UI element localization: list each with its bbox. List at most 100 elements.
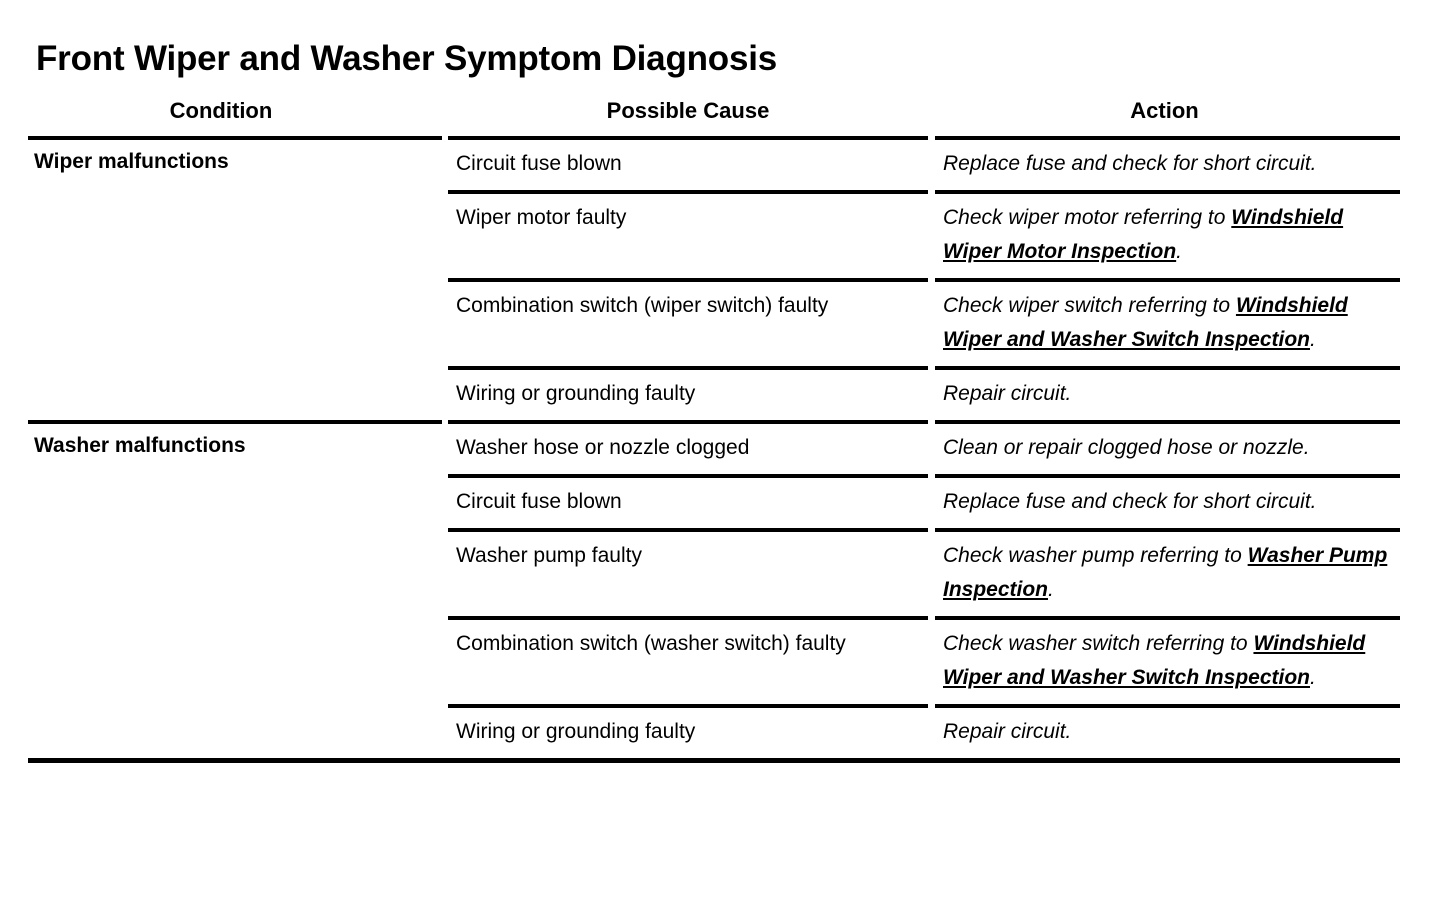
cell-condition (28, 282, 442, 366)
column-gap (928, 532, 935, 616)
table-rule (28, 136, 1400, 140)
cell-action: Check washer switch referring to Windshi… (935, 620, 1400, 704)
table-row: Wiper malfunctions Circuit fuse blown Repl… (28, 140, 1400, 190)
rule-segment-action (935, 616, 1400, 620)
cell-condition: Washer malfunctions (34, 434, 246, 457)
action-text-tail: . (1310, 328, 1316, 351)
rule-segment-action (935, 474, 1400, 478)
page-title: Front Wiper and Washer Symptom Diagnosis (36, 39, 778, 79)
table-rule (28, 366, 1400, 370)
rule-segment-action (935, 704, 1400, 708)
action-text-tail: . (1176, 240, 1182, 263)
rule-segment-condition (28, 136, 442, 140)
table-bottom-rule (28, 758, 1400, 763)
table-row: Wiring or grounding faulty Repair circuit… (28, 370, 1400, 420)
action-text: Repair circuit. (943, 382, 1072, 405)
table-rule (28, 474, 1400, 478)
table-row: Washer malfunctions Washer hose or nozzle… (28, 424, 1400, 474)
rule-segment-condition (28, 420, 442, 424)
column-gap (928, 708, 935, 758)
cell-condition: Wiper malfunctions (34, 150, 229, 173)
cell-possible-cause: Circuit fuse blown (456, 490, 622, 513)
rule-segment-action (935, 278, 1400, 282)
column-gap (928, 194, 935, 278)
cell-action: Repair circuit. (935, 708, 1400, 758)
rule-segment-possible-cause (448, 136, 928, 140)
cell-condition (28, 194, 442, 278)
action-text: Replace fuse and check for short circuit… (943, 152, 1317, 175)
cell-condition (28, 708, 442, 758)
cell-possible-cause: Wiring or grounding faulty (456, 382, 696, 405)
column-header-possible-cause: Possible Cause (606, 98, 770, 123)
rule-segment-action (935, 528, 1400, 532)
rule-segment-possible-cause (448, 528, 928, 532)
table-header-row: Condition Possible Cause Action (28, 98, 1400, 136)
table-row: Wiper motor faulty Check wiper motor refe… (28, 194, 1400, 278)
column-header-action: Action (1130, 98, 1199, 123)
cell-possible-cause: Washer pump faulty (456, 544, 642, 567)
column-gap (928, 98, 935, 136)
cell-possible-cause: Combination switch (wiper switch) faulty (456, 294, 829, 317)
table-rule (28, 190, 1400, 194)
action-reference-link[interactable]: Windshield Wiper and Washer Switch Inspe… (943, 294, 1348, 351)
table-row: Wiring or grounding faulty Repair circuit… (28, 708, 1400, 758)
column-gap (928, 424, 935, 474)
column-gap (928, 620, 935, 704)
rule-segment-possible-cause (448, 474, 928, 478)
action-reference-link[interactable]: Washer Pump Inspection (943, 544, 1388, 601)
table-row: Circuit fuse blown Replace fuse and check… (28, 478, 1400, 528)
column-gap (928, 478, 935, 528)
table-rule (28, 528, 1400, 532)
table-rule (28, 278, 1400, 282)
rule-segment-possible-cause (448, 278, 928, 282)
cell-condition (28, 620, 442, 704)
action-reference-link[interactable]: Windshield Wiper Motor Inspection (943, 206, 1344, 263)
cell-possible-cause: Combination switch (washer switch) fault… (456, 632, 846, 655)
rule-segment-action (935, 366, 1400, 370)
cell-action: Repair circuit. (935, 370, 1400, 420)
action-text: Check wiper switch referring to (943, 294, 1236, 317)
cell-action: Check wiper switch referring to Windshie… (935, 282, 1400, 366)
cell-action: Replace fuse and check for short circuit… (935, 478, 1400, 528)
action-text: Check washer pump referring to (943, 544, 1248, 567)
action-reference-link[interactable]: Windshield Wiper and Washer Switch Inspe… (943, 632, 1366, 689)
cell-action: Replace fuse and check for short circuit… (935, 140, 1400, 190)
rule-segment-action (935, 136, 1400, 140)
rule-segment-possible-cause (448, 190, 928, 194)
cell-possible-cause: Wiper motor faulty (456, 206, 627, 229)
column-header-condition: Condition (169, 98, 273, 123)
rule-segment-action (935, 190, 1400, 194)
cell-possible-cause: Wiring or grounding faulty (456, 720, 696, 743)
action-text: Check wiper motor referring to (943, 206, 1232, 229)
rule-segment-possible-cause (448, 704, 928, 708)
cell-action: Clean or repair clogged hose or nozzle. (935, 424, 1400, 474)
symptom-diagnosis-table: Condition Possible Cause Action Wiper ma… (28, 98, 1400, 763)
rule-segment-action (935, 420, 1400, 424)
cell-action: Check washer pump referring to Washer Pu… (935, 532, 1400, 616)
column-gap (928, 370, 935, 420)
cell-possible-cause: Washer hose or nozzle clogged (456, 436, 750, 459)
table-row: Washer pump faulty Check washer pump refe… (28, 532, 1400, 616)
cell-condition (28, 370, 442, 420)
table-row: Combination switch (washer switch) fault… (28, 620, 1400, 704)
column-gap (928, 140, 935, 190)
table-rule (28, 616, 1400, 620)
action-text-tail: . (1310, 666, 1316, 689)
action-text: Check washer switch referring to (943, 632, 1254, 655)
table-rule (28, 420, 1400, 424)
column-gap (928, 282, 935, 366)
cell-possible-cause: Circuit fuse blown (456, 152, 622, 175)
action-text: Repair circuit. (943, 720, 1072, 743)
rule-segment-possible-cause (448, 420, 928, 424)
cell-action: Check wiper motor referring to Windshiel… (935, 194, 1400, 278)
table-row: Combination switch (wiper switch) faulty… (28, 282, 1400, 366)
rule-segment-possible-cause (448, 616, 928, 620)
rule-segment-possible-cause (448, 366, 928, 370)
cell-condition (28, 478, 442, 528)
cell-condition (28, 532, 442, 616)
table-rule (28, 704, 1400, 708)
action-text: Replace fuse and check for short circuit… (943, 490, 1317, 513)
action-text: Clean or repair clogged hose or nozzle. (943, 436, 1310, 459)
